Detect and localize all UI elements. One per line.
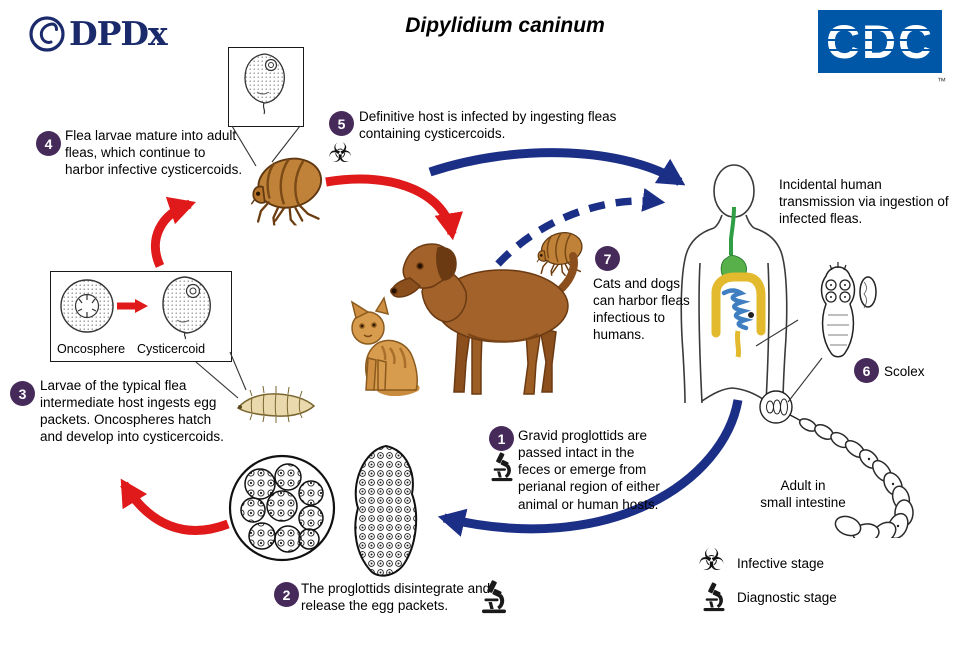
legend-infective-label: Infective stage xyxy=(737,556,825,571)
arrow-flea-to-dog xyxy=(325,174,463,241)
cysticercoid-magnified-illustration xyxy=(244,53,285,115)
microscope-icon xyxy=(488,452,516,482)
cdc-trademark: ™ xyxy=(937,76,946,86)
magnified-cysticercoid-box xyxy=(228,47,304,127)
cat-illustration xyxy=(350,296,420,396)
step-4-text: Flea larvae mature into adult fleas, whi… xyxy=(65,128,243,178)
cysticercoid-label: Cysticercoid xyxy=(137,342,206,357)
step-2-badge: 2 xyxy=(274,582,299,607)
cdc-stripe xyxy=(822,49,938,51)
dog-illustration xyxy=(390,243,578,395)
step-4-badge: 4 xyxy=(36,131,61,156)
cdc-logo: CDC ™ xyxy=(818,10,946,86)
page-title: Dipylidium caninum xyxy=(405,14,605,37)
step-6-label: Scolex xyxy=(884,364,925,379)
oncosphere-cysticercoid-box: Oncosphere Cysticercoid xyxy=(50,271,232,362)
egg-packets-proglottid-illustration xyxy=(354,444,418,577)
arrow-flea-to-human xyxy=(428,148,686,186)
legend-diagnostic-label: Diagnostic stage xyxy=(737,590,837,605)
oncosphere-label: Oncosphere xyxy=(57,342,126,357)
arrow-cysticercoid-to-flea xyxy=(151,196,196,268)
scolex-illustration xyxy=(820,262,877,358)
biohazard-icon: ☣ xyxy=(328,138,353,169)
flea-larva-illustration xyxy=(236,385,316,423)
oncosphere-cysticercoid-illustration xyxy=(60,276,211,340)
step-3-badge: 3 xyxy=(10,381,35,406)
step-1-badge: 1 xyxy=(489,426,514,451)
step-3-text: Larvae of the typical flea intermediate … xyxy=(40,378,224,445)
microscope-icon xyxy=(478,580,510,614)
egg-packet-cluster-illustration xyxy=(228,454,336,562)
cdc-logo-text: CDC xyxy=(826,15,934,68)
step-5-text: Definitive host is infected by ingesting… xyxy=(359,109,617,142)
dpdx-logo-text: DPDx xyxy=(69,14,168,53)
step-2-text: The proglottids disintegrate and release… xyxy=(301,581,491,614)
dpdx-logo-icon xyxy=(29,15,65,52)
adult-location-line1: Adult in xyxy=(780,478,826,493)
step-7-badge: 7 xyxy=(595,246,620,271)
step-1-text: Gravid proglottids are passed intact in … xyxy=(518,428,660,512)
cdc-stripe xyxy=(822,59,938,61)
cdc-stripe xyxy=(822,29,938,31)
step-6-badge: 6 xyxy=(854,358,879,383)
human-transmission-note: Incidental human transmission via ingest… xyxy=(779,177,949,227)
legend-microscope-icon xyxy=(700,582,728,612)
cdc-stripe xyxy=(822,39,938,41)
adult-tapeworm-illustration xyxy=(759,390,914,538)
adult-location-label: Adult in small intestine xyxy=(744,477,862,511)
arrow-eggs-to-larva xyxy=(120,478,230,535)
flea-illustration-large xyxy=(236,148,332,226)
step-5-badge: 5 xyxy=(329,111,354,136)
adult-location-line2: small intestine xyxy=(760,495,846,511)
human-figure-illustration xyxy=(680,164,788,404)
legend-biohazard-icon: ☣ xyxy=(698,543,725,578)
dpdx-logo: DPDx xyxy=(28,14,168,53)
step-7-text: Cats and dogs can harbor fleas infectiou… xyxy=(593,276,690,343)
